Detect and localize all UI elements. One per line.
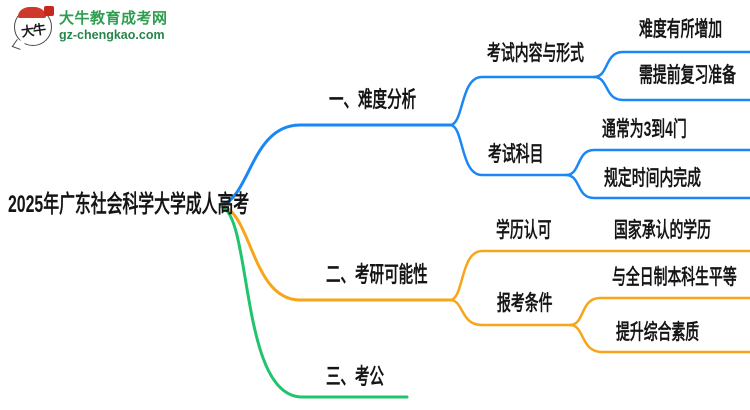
logo-seal-icon xyxy=(44,6,54,16)
node-finish-in-time[interactable]: 规定时间内完成 xyxy=(604,167,702,190)
edge-difficulty-subjects xyxy=(448,123,568,177)
edge-content-prepare xyxy=(592,75,750,102)
logo-site-url: gz-chengkao.com xyxy=(59,28,165,43)
edge-postgrad-recognition xyxy=(448,249,750,302)
logo-badge-text: 大牛 xyxy=(20,20,47,40)
node-state-recognized[interactable]: 国家承认的学历 xyxy=(614,219,712,242)
edge-subjects-count xyxy=(564,148,750,177)
logo-text: 大牛教育成考网 gz-chengkao.com xyxy=(59,9,168,43)
edge-postgrad-conditions xyxy=(448,298,572,327)
node-root[interactable]: 2025年广东社会科学大学成人高考 xyxy=(8,191,250,218)
node-prepare-in-advance[interactable]: 需提前复习准备 xyxy=(639,64,737,87)
edge-content-increase xyxy=(592,50,750,79)
edge-subjects-time xyxy=(564,173,750,200)
node-subjects-3to4[interactable]: 通常为3到4门 xyxy=(602,118,687,141)
node-application-conditions[interactable]: 报考条件 xyxy=(497,292,553,315)
node-postgrad-possibility[interactable]: 二、考研可能性 xyxy=(326,262,428,287)
edge-difficulty-content xyxy=(448,75,596,127)
node-exam-subjects[interactable]: 考试科目 xyxy=(488,143,544,166)
edge-root-civilservice xyxy=(220,205,409,399)
site-logo[interactable]: 大牛 大牛教育成考网 gz-chengkao.com xyxy=(14,6,168,46)
node-improve-quality[interactable]: 提升综合素质 xyxy=(616,321,700,344)
logo-site-name: 大牛教育成考网 xyxy=(59,9,168,27)
node-difficulty-increased[interactable]: 难度有所增加 xyxy=(639,18,723,41)
node-difficulty-analysis[interactable]: 一、难度分析 xyxy=(329,87,417,112)
edge-root-difficulty xyxy=(220,123,452,207)
node-degree-recognition[interactable]: 学历认可 xyxy=(496,219,552,242)
edge-root-postgrad xyxy=(220,204,452,302)
logo-badge-icon: 大牛 xyxy=(14,6,54,46)
edge-conditions-equal xyxy=(568,296,750,327)
edge-conditions-quality xyxy=(568,323,750,354)
node-equal-to-fulltime[interactable]: 与全日制本科生平等 xyxy=(612,266,737,289)
node-exam-content-form[interactable]: 考试内容与形式 xyxy=(487,42,585,65)
node-civil-service[interactable]: 三、考公 xyxy=(326,364,385,389)
